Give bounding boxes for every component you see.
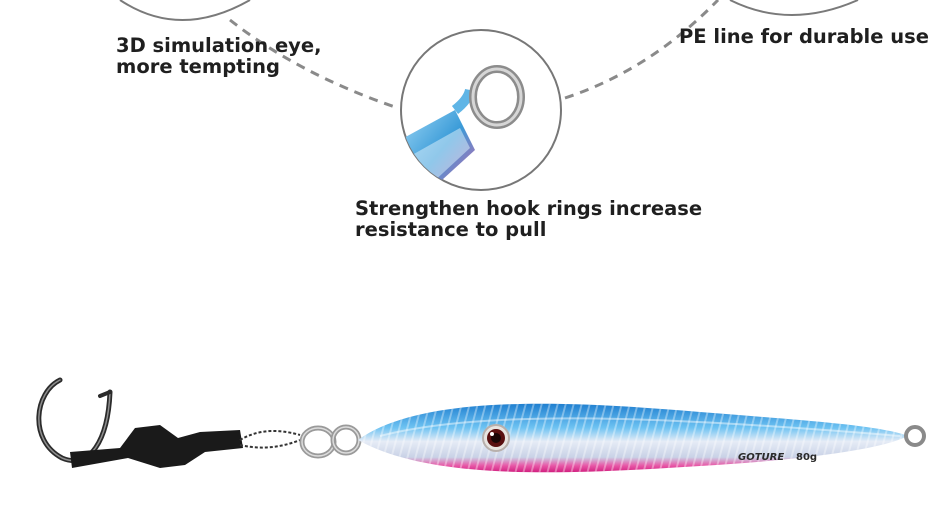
pe-line-feature-label: PE line for durable use: [679, 26, 929, 47]
connector-line-right: [564, 0, 720, 100]
eye-feature-line1: 3D simulation eye,: [116, 34, 322, 57]
assist-hook: [36, 377, 113, 464]
lure-body: [358, 403, 908, 473]
lure-eye: [482, 424, 510, 452]
lure-brand: GOTURE: [738, 452, 784, 463]
heat-shrink-tube: [70, 425, 243, 468]
eye-detail-circle: [119, 0, 251, 21]
lure-weight: 80g: [796, 452, 817, 463]
pe-line-detail-circle: [729, 0, 859, 16]
eye-feature-line2: more tempting: [116, 55, 281, 78]
hook-ring-feature-line2: resistance to pull: [355, 218, 547, 241]
pe-line-feature-line1: PE line for durable use: [679, 25, 929, 48]
connector-line-left: [229, 18, 399, 110]
pe-assist-line: [239, 430, 301, 449]
eye-feature-label: 3D simulation eye, more tempting: [116, 35, 322, 77]
tail-ring: [904, 425, 926, 447]
hook-ring-feature-label: Strengthen hook rings increase resistanc…: [355, 198, 702, 240]
hook-ring-feature-line1: Strengthen hook rings increase: [355, 197, 703, 220]
